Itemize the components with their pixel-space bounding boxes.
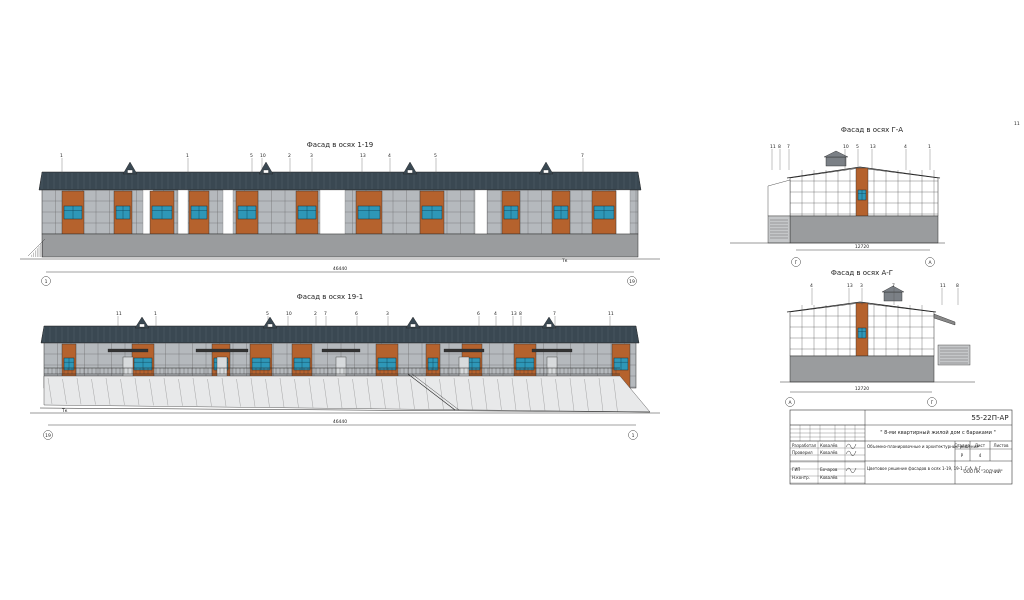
callout-tag: 8	[519, 311, 522, 317]
axis-bubble: А	[928, 260, 932, 266]
dimension-1-19: 46440	[333, 266, 347, 272]
callout-tag: 3	[386, 311, 389, 317]
sheet-value: 4	[979, 453, 982, 458]
callout-tag: 4	[810, 283, 813, 289]
sheet-label: Лист	[975, 443, 986, 448]
callout-tag: 1	[60, 153, 63, 159]
title-block-sheet-name: Цветовое решение фасадов в осях 1-19, 19…	[867, 466, 982, 471]
callout-tag: 6	[477, 311, 480, 317]
callout-tag: 11	[940, 283, 946, 289]
elevation-title-g-a: Фасад в осях Г-А	[841, 126, 903, 134]
callout-tag: 5	[434, 153, 437, 159]
elevation-title-a-g: Фасад в осях А-Г	[831, 269, 893, 277]
role-checked: Проверил	[792, 450, 813, 455]
name-chief: Бочаров	[820, 467, 838, 472]
callout-tag: 11	[116, 311, 122, 317]
name-normcontrol: Ковалёв	[820, 475, 838, 480]
title-block-object: Объемно-планировочные и архитектурные ре…	[867, 444, 979, 449]
facade-1-19-callouts: 1 1 5 10 2 3 13 4 5 7	[60, 153, 584, 175]
axis-bubble: 19	[45, 433, 51, 439]
callout-tag: 8	[778, 144, 781, 150]
callout-tag: 8	[956, 283, 959, 289]
name-developed: Ковалёв	[820, 443, 838, 448]
facade-g-a-building	[730, 150, 945, 244]
axis-bubble: Г	[795, 260, 798, 266]
callout-tag: 7	[324, 311, 327, 317]
callout-tag: 10	[843, 144, 849, 150]
callout-tag: 1	[154, 311, 157, 317]
callout-tag: 5	[856, 144, 859, 150]
facade-a-g-building	[780, 285, 975, 383]
role-developed: Разработал	[792, 443, 817, 448]
callout-tag: 5	[250, 153, 253, 159]
title-block: 55-22П-АР " 8-ми квартирный жилой дом с …	[789, 409, 1013, 485]
axis-bubble: 1	[45, 279, 48, 285]
stage-label: Стадия	[954, 443, 970, 448]
callout-tag: 7	[581, 153, 584, 159]
level-mark-19-1: Тк	[61, 408, 68, 414]
elevation-title-19-1: Фасад в осях 19-1	[297, 293, 363, 301]
callout-tag: 11	[608, 311, 614, 317]
title-block-project: " 8-ми квартирный жилой дом с бараками "	[880, 429, 996, 436]
elevation-facade-a-g: Фасад в осях А-Г 4 13 3 7 11 8 12720 А Г	[780, 269, 975, 407]
callout-tag: 11	[770, 144, 776, 150]
dimension-a-g: 12720	[855, 386, 869, 392]
facade-19-1-building	[30, 316, 660, 414]
callout-tag: 1	[186, 153, 189, 159]
callout-tag: 13	[847, 283, 853, 289]
callout-tag: 3	[860, 283, 863, 289]
stage-value: Р	[961, 453, 964, 458]
callout-tag: 6	[355, 311, 358, 317]
callout-tag: 7	[892, 283, 895, 289]
role-normcontrol: Н.контр.	[792, 475, 810, 480]
name-checked: Ковалёв	[820, 450, 838, 455]
callout-tag: 4	[494, 311, 497, 317]
axis-bubble: 1	[632, 433, 635, 439]
axis-bubble: 19	[629, 279, 635, 285]
title-block-code: 55-22П-АР	[971, 414, 1008, 422]
dimension-g-a: 12720	[855, 244, 869, 250]
axis-bubble: А	[788, 400, 792, 406]
callout-tag: 13	[511, 311, 517, 317]
callout-tag: 1	[928, 144, 931, 150]
elevation-title-1-19: Фасад в осях 1-19	[307, 141, 373, 149]
level-mark-1-19: Тк	[561, 258, 568, 264]
callout-tag: 4	[388, 153, 391, 159]
callout-tag: 3	[310, 153, 313, 159]
callout-tag: 10	[286, 311, 292, 317]
title-block-org: ООО ПК "ЗОДЧИЙ"	[963, 469, 1002, 474]
callout-tag: 2	[314, 311, 317, 317]
axis-bubble: Г	[931, 400, 934, 406]
sheet-number: 11	[1014, 121, 1020, 127]
callout-tag: 10	[260, 153, 266, 159]
callout-tag: 7	[553, 311, 556, 317]
sheets-label: Листов	[994, 443, 1010, 448]
callout-tag: 4	[904, 144, 907, 150]
callout-tag: 7	[787, 144, 790, 150]
dimension-19-1: 46440	[333, 419, 347, 425]
callout-tag: 2	[288, 153, 291, 159]
callout-tag: 5	[266, 311, 269, 317]
role-chief: ГИП	[792, 467, 800, 472]
facade-1-19-building	[20, 161, 660, 260]
facade-a-g-callouts: 4 13 3 7 11 8	[810, 283, 959, 305]
callout-tag: 13	[870, 144, 876, 150]
callout-tag: 13	[360, 153, 366, 159]
